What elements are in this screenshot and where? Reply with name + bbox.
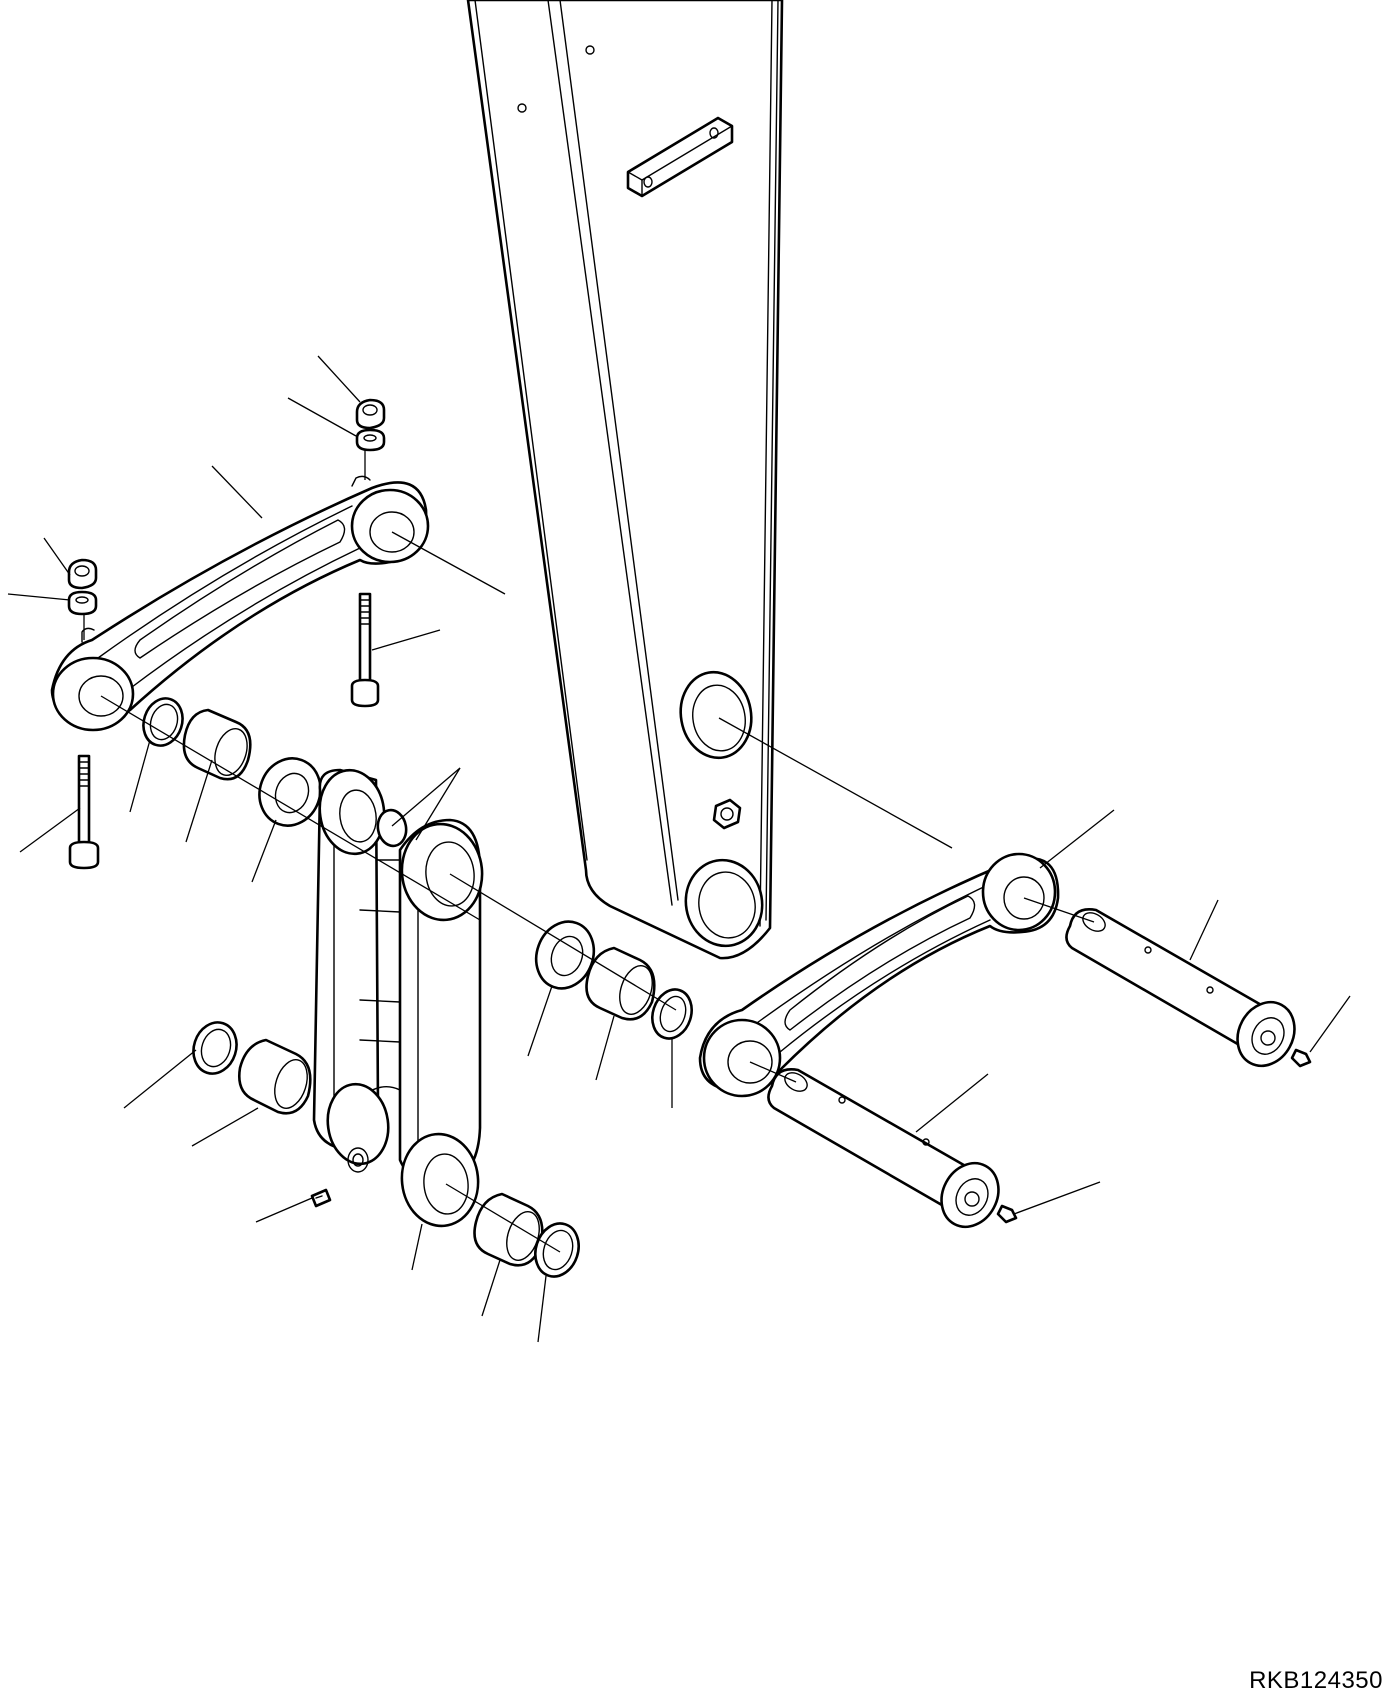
washer-upper-left	[67, 590, 98, 616]
grease-fitting-2	[1290, 1048, 1312, 1068]
shim-1	[258, 757, 322, 827]
grease-fitting-3	[996, 1204, 1018, 1224]
callout-leaders	[7, 355, 1351, 1343]
seal-ring-2	[192, 1021, 238, 1075]
upper-left-link	[50, 475, 430, 732]
arm-boom	[466, 0, 784, 960]
nut-upper-right	[355, 398, 386, 430]
center-link	[312, 768, 484, 1228]
grease-fitting-1	[310, 1188, 332, 1208]
pin-upper	[1065, 908, 1296, 1068]
bushing-1	[182, 708, 252, 781]
assembly-center-lines	[83, 450, 1095, 1253]
right-link	[698, 852, 1060, 1098]
bolt-left	[68, 754, 100, 870]
pin-lower	[767, 1068, 1000, 1229]
drawing-code-label: RKB124350	[1249, 1667, 1383, 1694]
bushing-2	[238, 1038, 312, 1115]
washer-upper-right	[355, 428, 386, 452]
bushing-4	[585, 946, 656, 1021]
seal-ring-1	[142, 697, 184, 747]
nut-upper-left	[67, 558, 98, 590]
bolt-right	[350, 592, 380, 708]
